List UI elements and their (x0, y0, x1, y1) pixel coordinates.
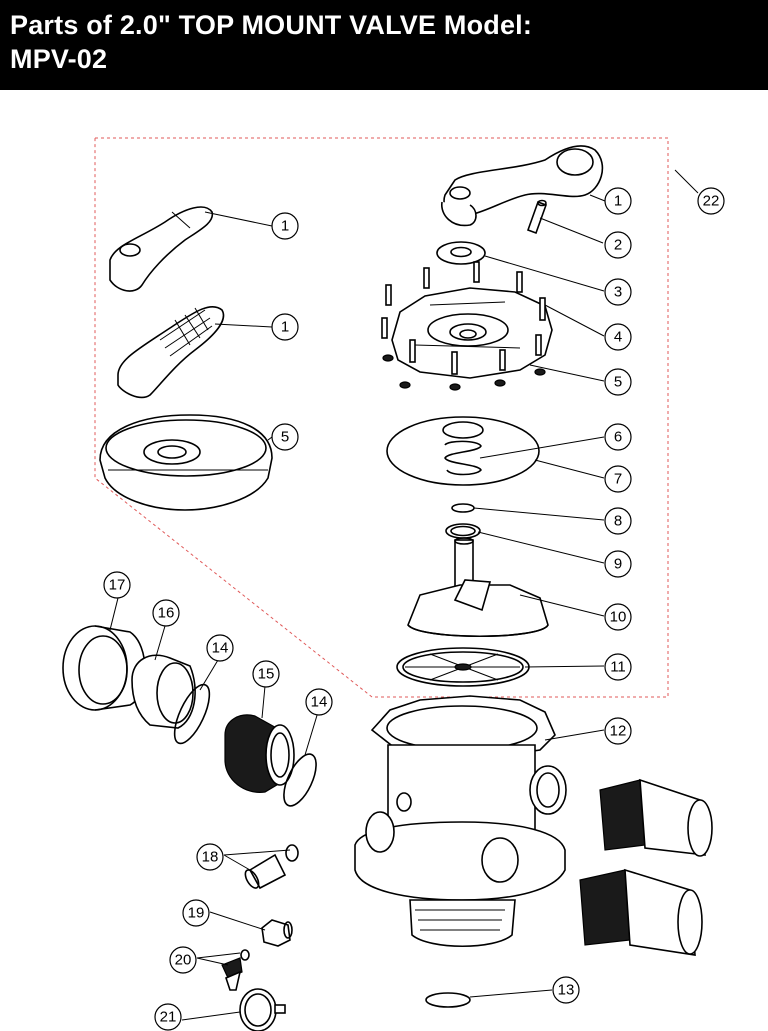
callout-6: 6 (604, 423, 632, 451)
callout-7: 7 (604, 465, 632, 493)
spring-and-gasket-disk (386, 416, 540, 486)
pressure-gauge (239, 988, 286, 1031)
svg-text:1: 1 (614, 193, 622, 210)
svg-text:22: 22 (703, 193, 720, 210)
rotor-gasket (396, 647, 530, 687)
valve-cover-left (99, 414, 273, 511)
callout-1-top-right: 1 (604, 187, 632, 215)
callout-1-handle-a: 1 (271, 212, 299, 240)
svg-text:14: 14 (212, 640, 229, 657)
svg-text:8: 8 (614, 513, 622, 530)
svg-text:21: 21 (160, 1009, 177, 1026)
drain-plug-and-o-ring (244, 844, 299, 890)
callout-3: 3 (604, 278, 632, 306)
callout-8: 8 (604, 507, 632, 535)
callout-5-right: 5 (604, 368, 632, 396)
svg-text:6: 6 (614, 429, 622, 446)
svg-text:14: 14 (311, 694, 328, 711)
svg-text:5: 5 (614, 374, 622, 391)
callout-4: 4 (604, 323, 632, 351)
page-title-line-2: MPV-02 (10, 44, 108, 74)
svg-text:1: 1 (281, 218, 289, 235)
svg-text:13: 13 (558, 982, 575, 999)
washer (436, 241, 486, 265)
svg-text:18: 18 (202, 849, 219, 866)
callout-21: 21 (154, 1003, 182, 1031)
o-ring (445, 523, 481, 539)
callout-19: 19 (182, 899, 210, 927)
svg-text:10: 10 (610, 609, 627, 626)
union-assembly-lower (579, 868, 703, 956)
union-o-ring-right (283, 753, 317, 807)
callout-20: 20 (169, 946, 197, 974)
callout-9: 9 (604, 550, 632, 578)
page-title-line-1: Parts of 2.0" TOP MOUNT VALVE Model: (10, 10, 533, 40)
valve-cover-with-bolts (381, 261, 553, 391)
svg-text:19: 19 (188, 905, 205, 922)
callout-15: 15 (252, 660, 280, 688)
svg-text:12: 12 (610, 723, 627, 740)
svg-text:20: 20 (175, 952, 192, 969)
valve-body (354, 695, 567, 947)
svg-text:2: 2 (614, 237, 622, 254)
callout-14-right: 14 (305, 688, 333, 716)
svg-text:15: 15 (258, 666, 275, 683)
callout-17: 17 (103, 571, 131, 599)
o-ring-small (451, 503, 475, 513)
title-banner: Parts of 2.0" TOP MOUNT VALVE Model: MPV… (0, 0, 768, 90)
svg-text:9: 9 (614, 556, 622, 573)
union-o-ring-left (173, 683, 211, 745)
callout-14-left: 14 (206, 634, 234, 662)
callout-13: 13 (552, 976, 580, 1004)
callout-16: 16 (152, 599, 180, 627)
leader-lines (109, 169, 699, 1021)
handle-style-b (117, 305, 225, 399)
assembly-boundary (94, 137, 669, 698)
handle-style-a (109, 206, 214, 292)
callout-12: 12 (604, 717, 632, 745)
svg-text:4: 4 (614, 329, 622, 346)
svg-text:17: 17 (109, 577, 126, 594)
callout-11: 11 (604, 653, 632, 681)
svg-text:16: 16 (158, 605, 175, 622)
handle-with-lever (441, 145, 604, 227)
callout-10: 10 (604, 603, 632, 631)
rotor (407, 537, 549, 637)
union-assembly-upper (599, 778, 713, 857)
svg-text:1: 1 (281, 319, 289, 336)
callout-5-left: 5 (271, 423, 299, 451)
pin (526, 199, 548, 235)
callout-2: 2 (604, 231, 632, 259)
union-connector (224, 714, 295, 793)
gasket (425, 992, 471, 1008)
exploded-parts-diagram: 22 1 1 1 2 3 4 5 5 6 7 8 9 10 11 12 13 1… (62, 137, 725, 1031)
svg-text:7: 7 (614, 471, 622, 488)
union-nut (62, 625, 146, 711)
svg-text:11: 11 (610, 659, 626, 676)
air-relief-plug (221, 949, 250, 991)
hex-plug (261, 919, 293, 947)
svg-text:3: 3 (614, 284, 622, 301)
svg-text:5: 5 (281, 429, 289, 446)
callout-22: 22 (697, 187, 725, 215)
callout-1-handle-b: 1 (271, 313, 299, 341)
callout-18: 18 (196, 843, 224, 871)
union-tail (131, 654, 196, 729)
